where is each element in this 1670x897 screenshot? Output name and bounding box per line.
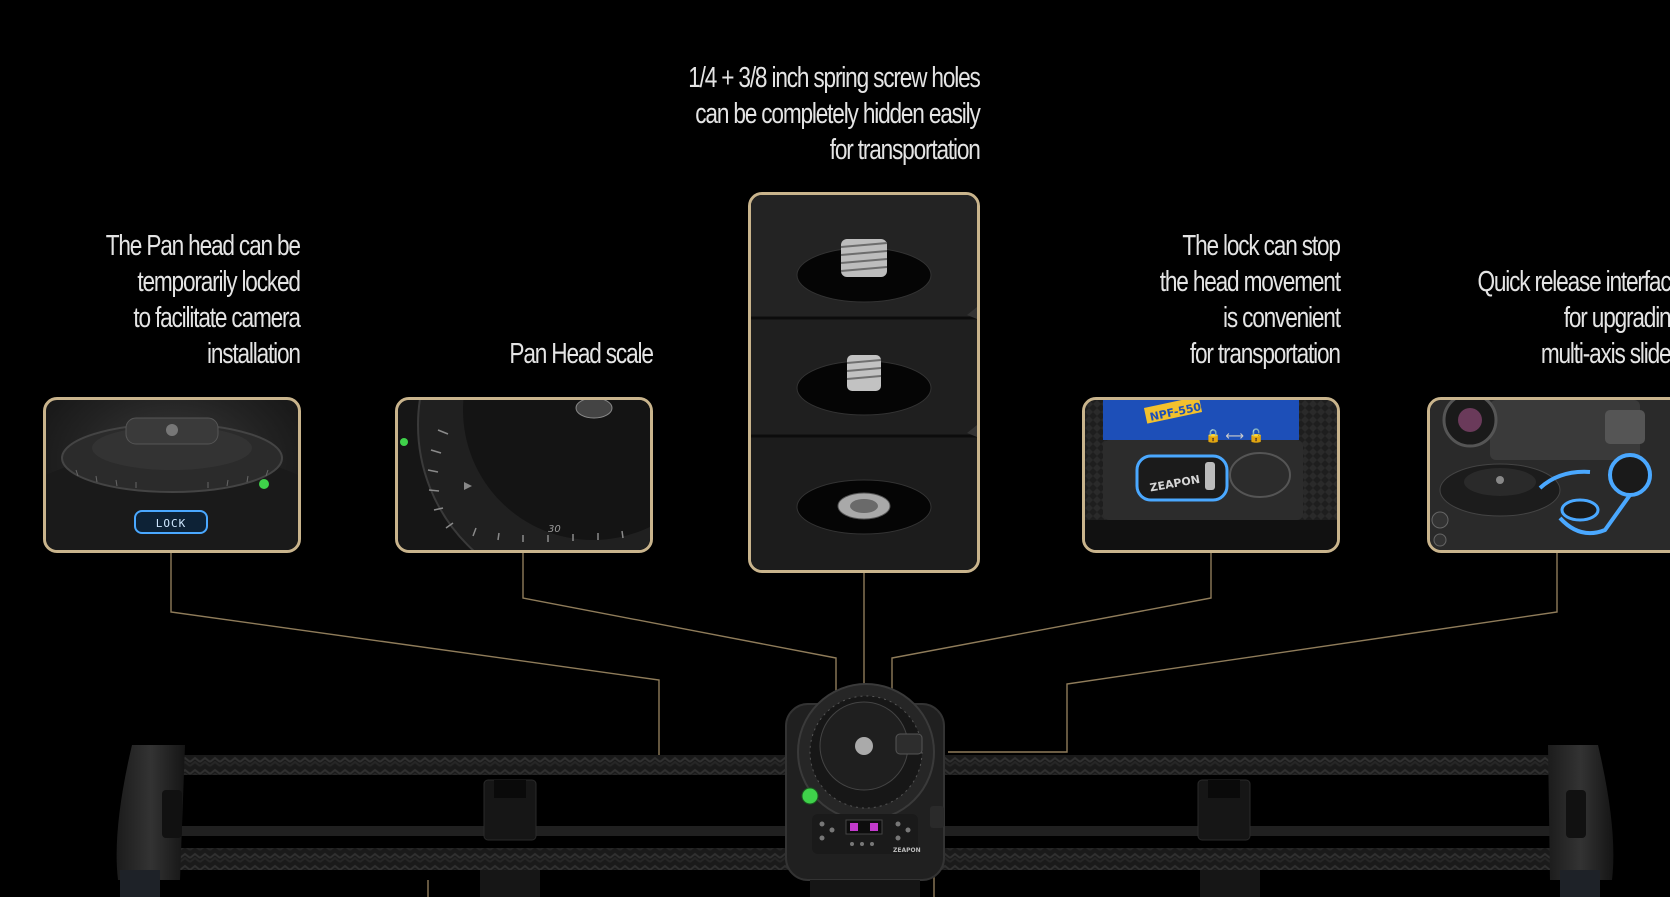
lock-badge: LOCK — [156, 517, 187, 530]
scale-detail-image: 30 — [395, 397, 653, 553]
slider-end-cap-left — [116, 745, 185, 880]
lock-detail-image: LOCK — [43, 397, 301, 553]
quick-release-detail-image — [1427, 397, 1670, 553]
slider-brand: ZEAPON — [893, 847, 921, 854]
pan-head-screw — [855, 737, 873, 755]
leader-line-quick-release — [948, 552, 1558, 753]
lock-symbols: 🔒 ⟷ 🔓 — [1205, 428, 1264, 444]
transport-lock-detail-image: NPF-550 ZEAPON 🔒 ⟷ 🔓 — [1082, 397, 1340, 553]
caption-quick-release: Quick release interfac for upgradin mult… — [1476, 266, 1670, 370]
screw-holes-detail-image — [748, 192, 980, 573]
bubble-level — [801, 787, 819, 805]
caption-spring-screw-holes: 1/4 + 3/8 inch spring screw holes can be… — [688, 62, 982, 166]
caption-pan-head-scale: Pan Head scale — [509, 338, 654, 370]
caption-pan-head-lock: The Pan head can be temporarily locked t… — [105, 230, 301, 370]
scale-mark: 30 — [548, 524, 561, 535]
leader-line-transport-lock — [891, 552, 1212, 708]
caption-transport-lock: The lock can stop the head movement is c… — [1159, 230, 1341, 370]
leader-line-scale — [522, 552, 837, 708]
